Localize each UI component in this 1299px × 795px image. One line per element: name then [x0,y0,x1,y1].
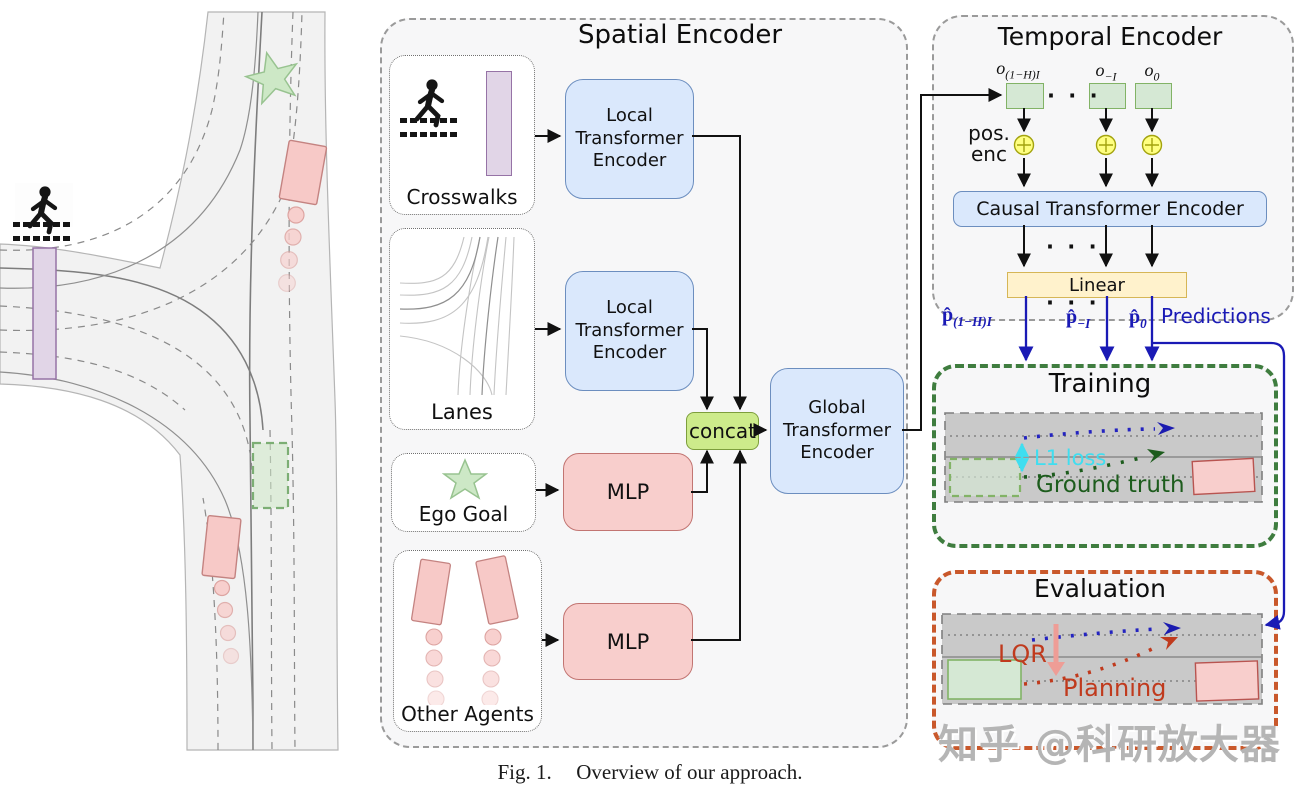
mlp-1: MLP [563,453,693,531]
lqr-label: LQR [998,640,1047,668]
pred-symbol-3: p̂0 [1129,306,1147,331]
ego-goal-star-icon [442,458,488,500]
obs-symbol-3: o0 [1144,60,1160,84]
local-transformer-encoder-2: Local Transformer Encoder [565,271,694,391]
l1-loss-label: L1 loss [1034,446,1107,470]
agent-car-1 [278,139,328,292]
global-transformer-encoder: Global Transformer Encoder [770,368,904,494]
obs-box-3 [1135,83,1172,109]
planning-label: Planning [1063,674,1167,702]
linear-ellipsis: · · · [1046,291,1100,315]
obs-ellipsis: · · · [1047,84,1101,108]
pred-symbol-2: p̂−I [1066,306,1091,331]
ego-goal-label: Ego Goal [418,502,509,526]
pedestrian-crossing-icon [400,79,457,137]
causal-transformer-encoder: Causal Transformer Encoder [953,191,1267,227]
training-title: Training [1048,369,1152,399]
crosswalks-label: Crosswalks [406,185,518,209]
temporal-encoder-title: Temporal Encoder [997,22,1223,51]
other-agents-icon [410,555,519,705]
obs-symbol-2: o−I [1095,60,1117,84]
crosswalk-strip-scene [32,247,57,380]
agent-car-2 [201,514,242,665]
figure-caption: Fig. 1. Overview of our approach. [497,760,803,784]
lanes-label: Lanes [431,400,493,424]
pred-symbol-1: p̂(1−H)I [942,304,992,329]
lanes-sketch-icon [399,236,515,396]
input-other-agents: Other Agents [393,550,542,732]
cte-ellipsis: · · · [1046,235,1100,259]
watermark: 知乎 @科研放大器 [938,722,1281,768]
spatial-encoder-title: Spatial Encoder [577,20,783,50]
obs-symbol-1: o(1−H)I [996,58,1040,82]
road-surface [0,11,339,751]
input-lanes: Lanes [389,228,535,430]
obs-box-1 [1006,83,1044,109]
ground-truth-label: Ground truth [1036,472,1185,498]
linear-block: Linear [1007,272,1187,298]
lane-lines [0,11,303,751]
crosswalk-strip [486,71,512,176]
crosswalk-dashes [13,222,70,241]
predictions-label: Predictions [1161,304,1271,328]
agent-2-trail [213,579,240,665]
concat-block: concat [686,412,759,450]
other-agents-label: Other Agents [401,702,534,726]
obs-box-2 [1089,83,1126,109]
input-ego-goal: Ego Goal [391,453,536,532]
input-crosswalks: Crosswalks [389,55,535,215]
ego-vehicle-scene [251,441,290,510]
evaluation-title: Evaluation [1034,574,1166,603]
agent-1-trail [278,206,305,292]
road-scene [0,11,339,751]
pedestrian-crossing-icon-scene [13,183,73,241]
local-transformer-encoder-1: Local Transformer Encoder [565,79,694,199]
mlp-2: MLP [563,603,693,680]
pos-enc-label: pos. enc [968,121,1010,166]
ego-goal-star-scene [243,50,299,106]
